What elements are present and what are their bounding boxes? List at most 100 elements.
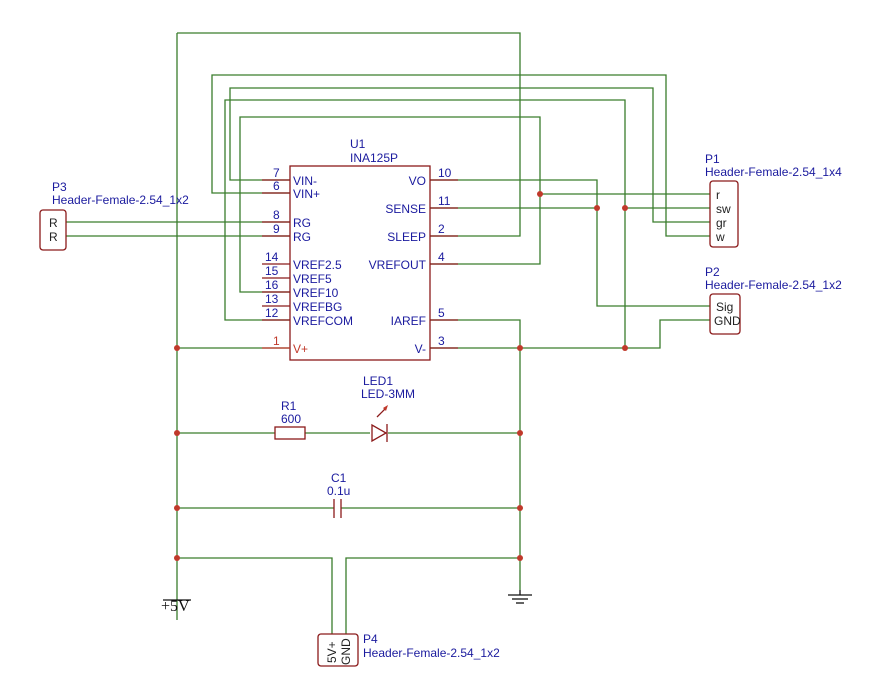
junction-dot [174, 345, 180, 351]
resistor-symbol [274, 426, 306, 440]
p2-body [709, 293, 741, 335]
c1-capacitor[interactable]: C1 0.1u [327, 471, 350, 518]
pin-number: 6 [273, 179, 280, 193]
pin-number: 7 [273, 166, 280, 180]
pin-name: VIN- [293, 174, 317, 188]
led1-diode[interactable]: LED1 LED-3MM [361, 374, 415, 443]
pin-name: VREFBG [293, 300, 342, 314]
pin-number: 12 [265, 306, 279, 320]
p3-pin-label: R [49, 216, 58, 230]
led1-value: LED-3MM [361, 387, 415, 401]
pin-name: V+ [293, 342, 308, 356]
pin-number: 9 [273, 222, 280, 236]
p3-body [39, 209, 67, 251]
p1-body [709, 180, 739, 248]
p4-value: Header-Female-2.54_1x2 [363, 646, 500, 660]
wire-gnd-rail [430, 319, 521, 590]
pin-name: VREF2.5 [293, 258, 342, 272]
led-arrowhead-icon [383, 405, 388, 411]
wire-p4-5v [177, 557, 333, 634]
u1-body [289, 165, 431, 361]
pin-number: 14 [265, 250, 279, 264]
pin-name: VO [409, 174, 426, 188]
power-label: +5V [161, 598, 190, 615]
pin-number: 8 [273, 208, 280, 222]
pin-name: VREFCOM [293, 314, 353, 328]
p4-body [317, 633, 359, 667]
c1-ref: C1 [331, 471, 347, 485]
junction-dot [174, 555, 180, 561]
junctions [174, 191, 628, 561]
pin-number: 3 [438, 334, 445, 348]
wire-vin-plus [211, 74, 710, 237]
r1-value: 600 [281, 412, 301, 426]
pin-number: 5 [438, 306, 445, 320]
wire-vminus [430, 319, 710, 349]
p4-pin-label: GND [339, 638, 353, 665]
pin-name: VREF5 [293, 272, 332, 286]
led-triangle-icon [371, 423, 388, 443]
p1-pin-label: w [715, 230, 725, 244]
u1-value: INA125P [350, 151, 398, 165]
p3-ref: P3 [52, 180, 67, 194]
wire-vrefcom [224, 99, 626, 348]
pin-number: 15 [265, 264, 279, 278]
junction-dot [517, 505, 523, 511]
wire-vo [430, 179, 710, 307]
junction-dot [622, 205, 628, 211]
pin-name: V- [415, 342, 426, 356]
junction-dot [174, 505, 180, 511]
u1-ref: U1 [350, 137, 366, 151]
pin-number: 16 [265, 278, 279, 292]
u1-right-pins: 10 VO 11 SENSE 2 SLEEP 4 VREFOUT 5 IAREF… [369, 166, 458, 356]
junction-dot [517, 555, 523, 561]
junction-dot [594, 205, 600, 211]
junction-dot [174, 430, 180, 436]
pin-name: RG [293, 216, 311, 230]
r1-ref: R1 [281, 399, 297, 413]
junction-dot [517, 430, 523, 436]
p3-value: Header-Female-2.54_1x2 [52, 193, 189, 207]
p4-ref: P4 [363, 632, 378, 646]
u1-ina125p[interactable]: U1 INA125P 7 VIN- 6 VIN+ 8 RG 9 RG 14 VR… [262, 137, 458, 361]
wire-sleep [177, 32, 521, 237]
led1-ref: LED1 [363, 374, 393, 388]
wire-p4-gnd [345, 557, 520, 634]
p2-value: Header-Female-2.54_1x2 [705, 278, 842, 292]
p2-pin-label: GND [714, 314, 741, 328]
p4-pin-label: 5V+ [325, 641, 339, 663]
p4-header[interactable]: 5V+ GND P4 Header-Female-2.54_1x2 [317, 632, 500, 667]
r1-resistor[interactable]: R1 600 [274, 399, 306, 440]
u1-left-pins: 7 VIN- 6 VIN+ 8 RG 9 RG 14 VREF2.5 15 VR… [262, 166, 353, 356]
p1-pin-label: gr [716, 216, 727, 230]
junction-dot [622, 345, 628, 351]
power-5v: +5V [161, 598, 191, 615]
pin-name: SLEEP [387, 230, 426, 244]
p1-header[interactable]: P1 Header-Female-2.54_1x4 r sw gr w [705, 152, 842, 248]
pin-number: 4 [438, 250, 445, 264]
p1-ref: P1 [705, 152, 720, 166]
p2-header[interactable]: P2 Header-Female-2.54_1x2 Sig GND [705, 265, 842, 335]
pin-number: 13 [265, 292, 279, 306]
pin-name: IAREF [391, 314, 426, 328]
pin-name: SENSE [385, 202, 426, 216]
p2-pin-label: Sig [716, 300, 733, 314]
p2-ref: P2 [705, 265, 720, 279]
pin-name: VIN+ [293, 187, 320, 201]
pin-number: 1 [273, 334, 280, 348]
ground-icon [508, 590, 532, 604]
wires [66, 32, 710, 634]
c1-value: 0.1u [327, 484, 350, 498]
junction-dot [517, 345, 523, 351]
p1-pin-label: r [716, 188, 720, 202]
p3-pin-label: R [49, 230, 58, 244]
junction-dot [537, 191, 543, 197]
p3-header[interactable]: P3 Header-Female-2.54_1x2 R R [39, 180, 189, 251]
p1-pin-label: sw [716, 202, 731, 216]
pin-number: 2 [438, 222, 445, 236]
wire-vref10 [239, 116, 541, 293]
pin-name: RG [293, 230, 311, 244]
pin-number: 10 [438, 166, 452, 180]
p1-value: Header-Female-2.54_1x4 [705, 165, 842, 179]
